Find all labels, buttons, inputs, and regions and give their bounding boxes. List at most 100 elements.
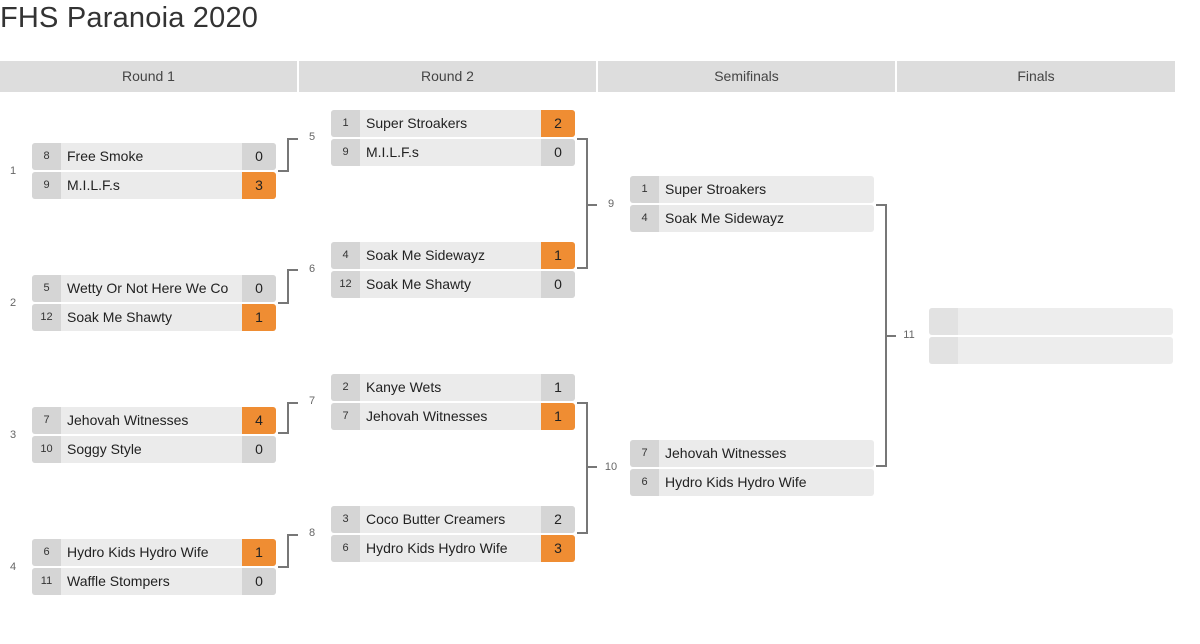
team-name: Hydro Kids Hydro Wife — [67, 544, 209, 560]
match-7[interactable]: 2 Kanye Wets 1 7 Jehovah Witnesses 1 — [331, 374, 575, 430]
team-seed — [929, 308, 958, 335]
team-name: Super Stroakers — [665, 181, 767, 197]
team-row[interactable]: 7 Jehovah Witnesses 1 — [331, 403, 575, 430]
team-score: 0 — [541, 139, 575, 166]
connector-r1-2 — [278, 269, 298, 304]
round-header-finals: Finals — [897, 61, 1175, 92]
team-name: M.I.L.F.s — [366, 144, 419, 160]
team-score: 1 — [242, 539, 276, 566]
team-score: 1 — [242, 304, 276, 331]
team-row[interactable]: 6 Hydro Kids Hydro Wife — [630, 469, 874, 496]
team-name: Soak Me Sidewayz — [366, 247, 486, 263]
team-row[interactable]: 4 Soak Me Sidewayz — [630, 205, 874, 232]
match-4[interactable]: 6 Hydro Kids Hydro Wife 1 11 Waffle Stom… — [32, 539, 276, 595]
team-row[interactable]: 10 Soggy Style 0 — [32, 436, 276, 463]
team-row[interactable]: 6 Hydro Kids Hydro Wife 3 — [331, 535, 575, 562]
team-name: Soggy Style — [67, 441, 142, 457]
connector-r1-top — [278, 138, 298, 172]
match-11-final[interactable] — [929, 308, 1173, 364]
team-name: M.I.L.F.s — [67, 177, 120, 193]
team-name: Wetty Or Not Here We Co — [67, 280, 229, 296]
connector-r2-bottom — [577, 402, 588, 534]
team-row[interactable]: 5 Wetty Or Not Here We Co 0 — [32, 275, 276, 302]
team-row[interactable]: 11 Waffle Stompers 0 — [32, 568, 276, 595]
match-number: 4 — [9, 561, 17, 573]
team-name: Hydro Kids Hydro Wife — [665, 474, 807, 490]
team-row[interactable]: 9 M.I.L.F.s 0 — [331, 139, 575, 166]
team-score: 3 — [242, 172, 276, 199]
team-seed: 7 — [32, 407, 61, 434]
team-seed: 10 — [32, 436, 61, 463]
round-header-2: Round 2 — [299, 61, 596, 92]
team-name: Jehovah Witnesses — [366, 408, 488, 424]
team-row-empty[interactable] — [929, 337, 1173, 364]
team-name: Soak Me Sidewayz — [665, 210, 785, 226]
team-seed: 6 — [32, 539, 61, 566]
match-number: 1 — [9, 165, 17, 177]
page-title: FHS Paranoia 2020 — [0, 2, 259, 34]
team-name: Coco Butter Creamers — [366, 511, 506, 527]
team-seed: 9 — [331, 139, 360, 166]
team-seed: 9 — [32, 172, 61, 199]
team-seed: 11 — [32, 568, 61, 595]
team-name: Kanye Wets — [366, 379, 442, 395]
team-row[interactable]: 4 Soak Me Sidewayz 1 — [331, 242, 575, 269]
match-number: 5 — [308, 131, 316, 143]
team-row[interactable]: 9 M.I.L.F.s 3 — [32, 172, 276, 199]
team-seed: 1 — [630, 176, 659, 203]
team-name: Super Stroakers — [366, 115, 468, 131]
team-seed: 2 — [331, 374, 360, 401]
match-number: 7 — [308, 395, 316, 407]
team-seed: 6 — [331, 535, 360, 562]
team-row-empty[interactable] — [929, 308, 1173, 335]
team-score: 0 — [242, 275, 276, 302]
match-2[interactable]: 5 Wetty Or Not Here We Co 0 12 Soak Me S… — [32, 275, 276, 331]
team-score: 0 — [242, 436, 276, 463]
team-row[interactable]: 1 Super Stroakers 2 — [331, 110, 575, 137]
team-seed: 4 — [630, 205, 659, 232]
match-number: 6 — [308, 263, 316, 275]
match-1[interactable]: 8 Free Smoke 0 9 M.I.L.F.s 3 — [32, 143, 276, 199]
team-row[interactable]: 12 Soak Me Shawty 1 — [32, 304, 276, 331]
connector-semi — [876, 204, 887, 467]
team-row[interactable]: 6 Hydro Kids Hydro Wife 1 — [32, 539, 276, 566]
match-10[interactable]: 7 Jehovah Witnesses 6 Hydro Kids Hydro W… — [630, 440, 874, 496]
match-number: 11 — [903, 329, 915, 341]
match-8[interactable]: 3 Coco Butter Creamers 2 6 Hydro Kids Hy… — [331, 506, 575, 562]
match-3[interactable]: 7 Jehovah Witnesses 4 10 Soggy Style 0 — [32, 407, 276, 463]
team-row[interactable]: 12 Soak Me Shawty 0 — [331, 271, 575, 298]
team-name: Soak Me Shawty — [67, 309, 173, 325]
team-score: 1 — [541, 374, 575, 401]
team-seed: 12 — [331, 271, 360, 298]
connector-r2-top — [577, 138, 588, 269]
connector-r1-4 — [278, 534, 298, 568]
match-6[interactable]: 4 Soak Me Sidewayz 1 12 Soak Me Shawty 0 — [331, 242, 575, 298]
team-row[interactable]: 8 Free Smoke 0 — [32, 143, 276, 170]
team-score: 1 — [541, 403, 575, 430]
team-name: Jehovah Witnesses — [67, 412, 189, 428]
team-score: 2 — [541, 506, 575, 533]
team-score: 0 — [242, 143, 276, 170]
team-row[interactable]: 2 Kanye Wets 1 — [331, 374, 575, 401]
match-5[interactable]: 1 Super Stroakers 2 9 M.I.L.F.s 0 — [331, 110, 575, 166]
rounds-header: Round 1 Round 2 Semifinals Finals — [0, 61, 1175, 92]
team-score: 0 — [541, 271, 575, 298]
team-score: 3 — [541, 535, 575, 562]
match-9[interactable]: 1 Super Stroakers 4 Soak Me Sidewayz — [630, 176, 874, 232]
team-seed: 8 — [32, 143, 61, 170]
match-number: 2 — [9, 297, 17, 309]
match-number: 8 — [308, 527, 316, 539]
team-name: Jehovah Witnesses — [665, 445, 787, 461]
match-number: 3 — [9, 429, 17, 441]
team-score: 4 — [242, 407, 276, 434]
team-seed: 5 — [32, 275, 61, 302]
team-seed: 1 — [331, 110, 360, 137]
team-row[interactable]: 7 Jehovah Witnesses — [630, 440, 874, 467]
match-number: 10 — [604, 461, 618, 473]
team-row[interactable]: 7 Jehovah Witnesses 4 — [32, 407, 276, 434]
team-row[interactable]: 1 Super Stroakers — [630, 176, 874, 203]
team-name: Hydro Kids Hydro Wife — [366, 540, 508, 556]
team-row[interactable]: 3 Coco Butter Creamers 2 — [331, 506, 575, 533]
team-seed — [929, 337, 958, 364]
team-seed: 7 — [630, 440, 659, 467]
